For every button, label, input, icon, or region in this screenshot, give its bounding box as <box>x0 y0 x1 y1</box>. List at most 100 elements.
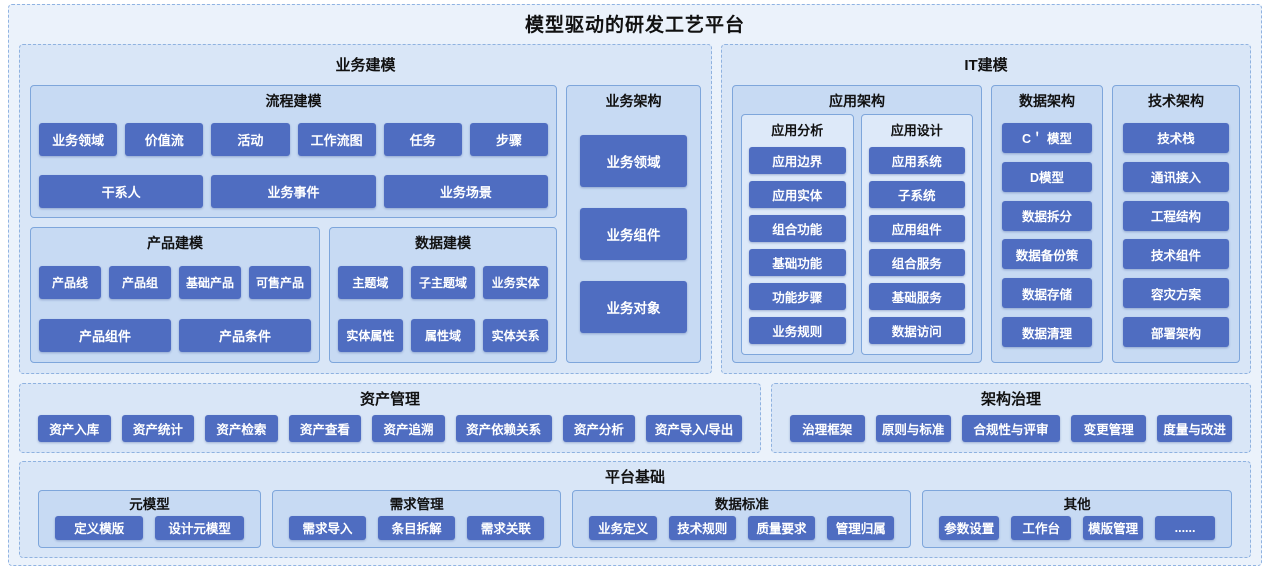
tech-arch-node-2: 通讯接入 <box>1123 161 1229 192</box>
biz-arch-node-3: 业务对象 <box>580 281 687 333</box>
data-arch-node-5: 数据存储 <box>1002 278 1092 309</box>
data-architecture-title: 数据架构 <box>1019 93 1075 109</box>
tech-arch-node-3: 工程结构 <box>1123 200 1229 231</box>
app-analysis-node-2: 应用实体 <box>749 181 846 208</box>
middle-row: 资产管理 资产入库 资产统计 资产检索 资产查看 资产追溯 资产依赖关系 资产分… <box>19 383 1251 453</box>
datam-node-4: 实体属性 <box>338 319 403 352</box>
datam-node-6: 实体关系 <box>483 319 549 352</box>
app-design-node-3: 应用组件 <box>868 215 965 242</box>
datam-node-5: 属性域 <box>410 319 476 352</box>
platform-foundation-title: 平台基础 <box>604 469 665 486</box>
asset-node-5: 资产追溯 <box>372 414 445 442</box>
app-analysis-node-3: 组合功能 <box>749 215 846 242</box>
application-architecture-title: 应用架构 <box>829 93 885 109</box>
asset-node-1: 资产入库 <box>38 414 111 442</box>
asset-node-6: 资产依赖关系 <box>455 414 552 442</box>
asset-node-3: 资产检索 <box>205 414 278 442</box>
product-modeling-title: 产品建模 <box>147 235 203 251</box>
requirement-management-title: 需求管理 <box>389 497 444 512</box>
other-node-4: ...... <box>1155 515 1216 540</box>
datam-node-3: 业务实体 <box>483 266 549 299</box>
it-modeling-title: IT建模 <box>964 57 1008 74</box>
product-node-5: 产品组件 <box>39 319 171 352</box>
product-node-2: 产品组 <box>109 266 171 299</box>
others-title: 其他 <box>1063 497 1091 512</box>
std-node-2: 技术规则 <box>668 515 736 540</box>
app-analysis-node-6: 业务规则 <box>749 317 846 344</box>
architecture-governance-title: 架构治理 <box>980 391 1041 408</box>
product-node-4: 可售产品 <box>249 266 311 299</box>
req-node-2: 条目拆解 <box>378 515 456 540</box>
group-application-architecture: 应用架构 应用分析 应用边界 应用实体 组合功能 基础功能 功能步骤 业务规则 <box>732 85 982 363</box>
std-node-1: 业务定义 <box>589 515 657 540</box>
app-design-node-2: 子系统 <box>868 181 965 208</box>
product-node-3: 基础产品 <box>179 266 241 299</box>
gov-node-3: 合规性与评审 <box>961 414 1061 442</box>
process-node-1: 业务领域 <box>39 123 118 157</box>
process-node-8: 业务事件 <box>211 174 376 208</box>
datam-node-2: 子主题域 <box>410 266 476 299</box>
section-architecture-governance: 架构治理 治理框架 原则与标准 合规性与评审 变更管理 度量与改进 <box>770 383 1251 453</box>
group-application-design: 应用设计 应用系统 子系统 应用组件 组合服务 基础服务 数据访问 <box>860 114 973 355</box>
meta-node-1: 定义模版 <box>55 515 144 540</box>
group-data-modeling: 数据建模 主题域 子主题域 业务实体 实体属性 属性域 实体关系 <box>329 227 557 363</box>
asset-node-8: 资产导入/导出 <box>646 414 742 442</box>
section-platform-foundation: 平台基础 元模型 定义模版 设计元模型 需求管理 需求导入 条目拆解 需求关联 … <box>19 461 1251 558</box>
app-analysis-node-1: 应用边界 <box>749 147 846 174</box>
data-arch-node-6: 数据清理 <box>1002 317 1092 348</box>
biz-arch-node-1: 业务领域 <box>580 135 687 187</box>
process-modeling-title: 流程建模 <box>265 93 322 109</box>
process-node-3: 活动 <box>211 123 290 157</box>
group-data-standard: 数据标准 业务定义 技术规则 质量要求 管理归属 <box>572 490 912 548</box>
data-arch-node-4: 数据备份策 <box>1002 239 1092 270</box>
group-meta-model: 元模型 定义模版 设计元模型 <box>38 490 261 548</box>
app-design-node-5: 基础服务 <box>868 283 965 310</box>
other-node-2: 工作台 <box>1011 515 1072 540</box>
top-row: 业务建模 流程建模 业务领域 价值流 活动 工作流图 任务 步骤 <box>19 44 1251 374</box>
group-technical-architecture: 技术架构 技术栈 通讯接入 工程结构 技术组件 容灾方案 部署架构 <box>1112 85 1240 363</box>
application-analysis-title: 应用分析 <box>771 123 824 138</box>
data-modeling-title: 数据建模 <box>415 235 471 251</box>
process-node-4: 工作流图 <box>297 123 376 157</box>
group-process-modeling: 流程建模 业务领域 价值流 活动 工作流图 任务 步骤 干系人 业务事件 <box>30 85 557 218</box>
asset-node-4: 资产查看 <box>288 414 362 442</box>
req-node-3: 需求关联 <box>467 515 545 540</box>
tech-arch-node-6: 部署架构 <box>1123 317 1229 348</box>
data-arch-node-1: C＇ 模型 <box>1002 122 1092 153</box>
app-design-node-6: 数据访问 <box>868 317 965 344</box>
group-requirement-management: 需求管理 需求导入 条目拆解 需求关联 <box>271 490 562 548</box>
group-product-modeling: 产品建模 产品线 产品组 基础产品 可售产品 产品组件 产品条件 <box>30 227 320 363</box>
section-asset-management: 资产管理 资产入库 资产统计 资产检索 资产查看 资产追溯 资产依赖关系 资产分… <box>19 383 761 453</box>
process-node-9: 业务场景 <box>383 174 548 208</box>
other-node-3: 模版管理 <box>1083 515 1144 540</box>
biz-arch-node-2: 业务组件 <box>580 208 687 260</box>
product-node-6: 产品条件 <box>179 319 311 352</box>
technical-architecture-title: 技术架构 <box>1148 93 1204 109</box>
asset-node-2: 资产统计 <box>121 414 195 442</box>
asset-node-7: 资产分析 <box>562 414 636 442</box>
process-node-2: 价值流 <box>125 123 204 157</box>
application-design-title: 应用设计 <box>890 123 943 138</box>
gov-node-4: 变更管理 <box>1071 414 1147 442</box>
product-node-1: 产品线 <box>39 266 101 299</box>
asset-management-title: 资产管理 <box>359 391 420 408</box>
gov-node-2: 原则与标准 <box>875 414 951 442</box>
meta-node-2: 设计元模型 <box>155 515 244 540</box>
tech-arch-node-4: 技术组件 <box>1123 239 1229 270</box>
data-standard-title: 数据标准 <box>714 497 769 512</box>
group-business-architecture: 业务架构 业务领域 业务组件 业务对象 <box>566 85 701 363</box>
tech-arch-node-5: 容灾方案 <box>1123 278 1229 309</box>
process-node-7: 干系人 <box>39 174 204 208</box>
diagram-title: 模型驱动的研发工艺平台 <box>524 15 745 36</box>
gov-node-5: 度量与改进 <box>1157 414 1233 442</box>
app-design-node-4: 组合服务 <box>868 249 965 276</box>
app-design-node-1: 应用系统 <box>868 147 965 174</box>
section-business-modeling: 业务建模 流程建模 业务领域 价值流 活动 工作流图 任务 步骤 <box>19 44 712 374</box>
std-node-3: 质量要求 <box>747 515 816 540</box>
tech-arch-node-1: 技术栈 <box>1123 122 1229 153</box>
business-modeling-title: 业务建模 <box>335 57 396 74</box>
process-node-6: 步骤 <box>469 123 549 157</box>
group-application-analysis: 应用分析 应用边界 应用实体 组合功能 基础功能 功能步骤 业务规则 <box>741 114 854 355</box>
meta-model-title: 元模型 <box>129 497 170 512</box>
app-analysis-node-5: 功能步骤 <box>749 283 846 310</box>
